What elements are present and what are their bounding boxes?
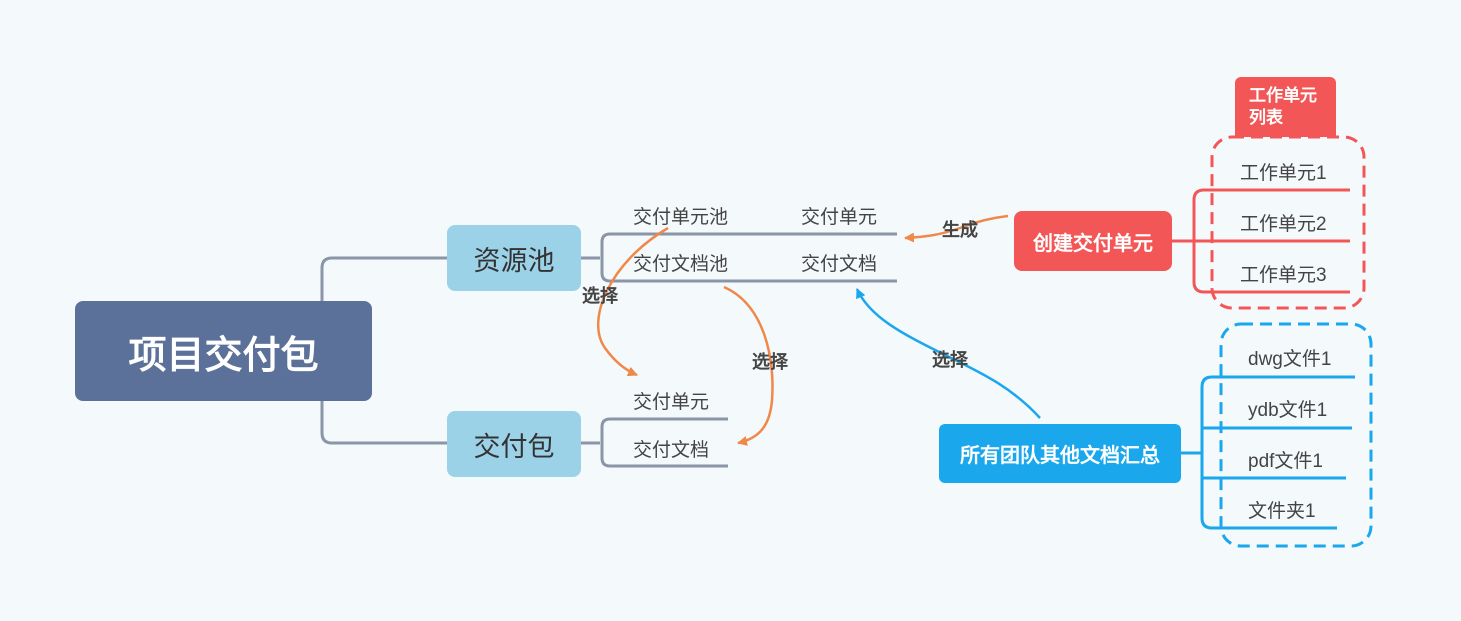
resource-pool-node[interactable]: 资源池 [447,225,581,291]
select-relation-label-mid: 选择 [752,352,788,372]
package-delivery-unit-node[interactable]: 交付单元 [633,392,710,413]
work-unit-3-node[interactable]: 工作单元3 [1240,265,1327,286]
root-node-project-delivery-package[interactable]: 项目交付包 [75,301,372,401]
work-unit-1-node[interactable]: 工作单元1 [1240,163,1327,184]
pdf-file-node[interactable]: pdf文件1 [1248,451,1323,472]
generate-arrow [904,214,1009,243]
work-unit-summary-box [1210,135,1366,310]
delivery-unit-pool-node[interactable]: 交付单元池 [633,207,729,228]
select-unit-arrow [596,226,669,377]
dwg-file-node[interactable]: dwg文件1 [1248,349,1332,370]
delivery-package-node[interactable]: 交付包 [447,411,581,477]
document-connector [1181,375,1355,530]
all-team-docs-node[interactable]: 所有团队其他文档汇总 [939,424,1181,483]
summary-tag-line-2: 列表 [1249,108,1283,127]
select-relation-label-left: 选择 [582,286,618,306]
folder-node[interactable]: 文件夹1 [1248,501,1316,522]
delivery-doc-node[interactable]: 交付文档 [801,254,878,275]
delivery-unit-node[interactable]: 交付单元 [801,207,878,228]
work-unit-2-node[interactable]: 工作单元2 [1240,214,1327,235]
create-delivery-unit-node[interactable]: 创建交付单元 [1014,211,1172,271]
work-unit-list-summary-tag[interactable]: 工作单元 列表 [1235,77,1336,137]
select-blue-arrow [855,288,1041,419]
delivery-doc-pool-node[interactable]: 交付文档池 [633,254,729,275]
select-doc-arrow [723,285,774,446]
package-delivery-doc-node[interactable]: 交付文档 [633,440,710,461]
work-unit-connector [1172,188,1350,294]
delivery-package-connector [580,417,728,468]
summary-tag-line-1: 工作单元 [1249,86,1317,105]
ydb-file-node[interactable]: ydb文件1 [1248,400,1328,421]
select-relation-label-blue: 选择 [932,350,968,370]
generate-relation-label: 生成 [942,220,978,240]
document-summary-box [1219,322,1373,548]
resource-pool-connector [580,232,897,283]
root-connector [320,256,448,445]
